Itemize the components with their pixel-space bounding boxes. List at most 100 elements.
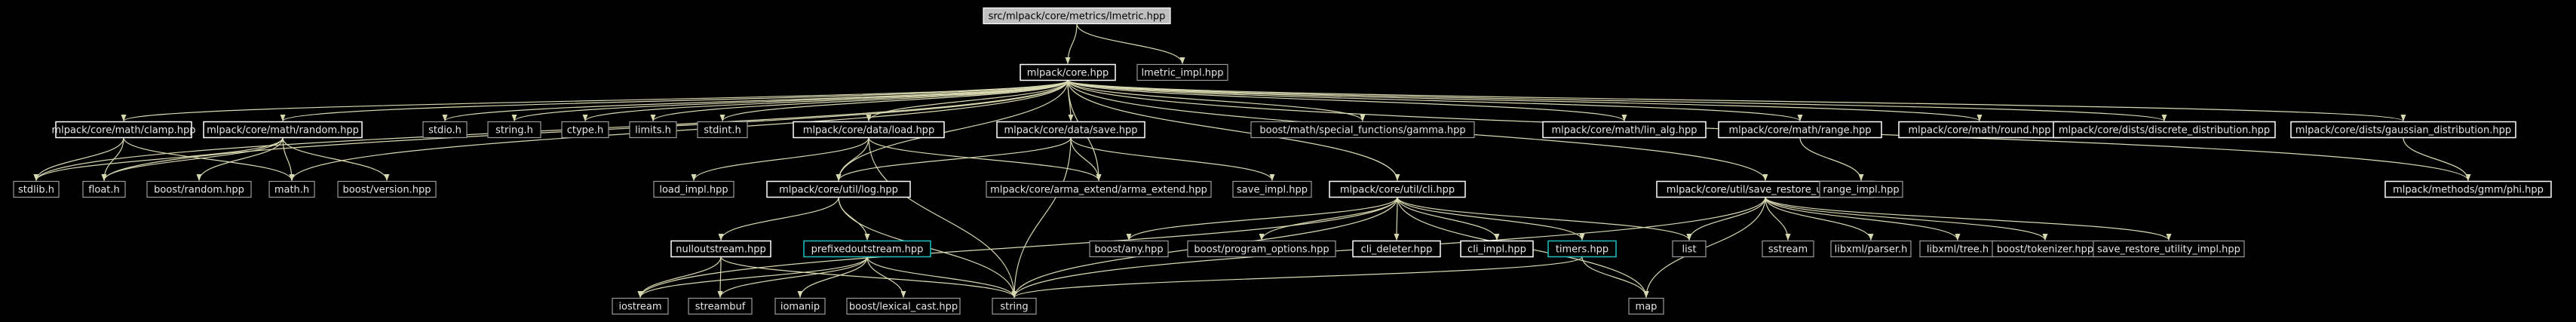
node-label-cli_deleter: cli_deleter.hpp [1361,244,1433,256]
edge-cli-to-cli_impl [1397,197,1500,241]
node-range_impl[interactable]: range_impl.hpp [1819,180,1903,198]
node-lexical_cast[interactable]: boost/lexical_cast.hpp [846,297,961,315]
edge-core-to-random [280,79,1069,122]
node-log[interactable]: mlpack/core/util/log.hpp [766,180,911,198]
node-map[interactable]: map [1628,297,1664,315]
edge-save_restore-to-sr_impl [1765,196,2172,241]
node-clamp[interactable]: mlpack/core/math/clamp.hpp [52,121,196,139]
node-box-range_impl [1819,180,1903,198]
node-tokenizer[interactable]: boost/tokenizer.hpp [1992,240,2099,258]
node-save_impl[interactable]: save_impl.hpp [1232,180,1312,198]
node-box-stdlib [13,180,60,198]
node-sr_impl[interactable]: save_restore_utility_impl.hpp [2093,240,2245,258]
node-label-libxml_parser: libxml/parser.h [1835,244,1908,256]
node-box-list [1672,240,1707,258]
node-gaussian[interactable]: mlpack/core/dists/gaussian_distribution.… [2290,121,2516,139]
edge-prefixed-to-lexical_cast [866,256,906,298]
edge-core-to-discrete [1067,79,2167,122]
node-load[interactable]: mlpack/core/data/load.hpp [793,121,945,139]
edge-prefixed-to-iomanip [797,256,868,298]
node-ctype[interactable]: ctype.h [561,121,609,139]
node-label-limits: limits.h [635,125,671,136]
node-label-lin_alg: mlpack/core/math/lin_alg.hpp [1551,125,1697,136]
edge-cli-to-timers [1397,197,1585,241]
edge-load-to-log [836,137,869,181]
edge-save_restore-to-libxml_tree [1765,197,1961,241]
node-lin_alg[interactable]: mlpack/core/math/lin_alg.hpp [1542,121,1707,139]
node-label-range: mlpack/core/math/range.hpp [1728,125,1871,136]
node-boost_any[interactable]: boost/any.hpp [1089,240,1169,258]
edge-nullout-to-string [720,256,1017,298]
node-box-random [203,121,363,139]
edge-prefixed-to-iostream [637,256,868,298]
node-box-ctype [561,121,609,139]
edge-cli-to-boost_any [1126,197,1398,241]
node-box-gamma [1250,121,1475,139]
node-cli[interactable]: mlpack/core/util/cli.hpp [1329,180,1466,198]
node-label-program_options: boost/program_options.hpp [1194,244,1329,256]
edge-save-to-log [836,137,1072,181]
node-string[interactable]: string [992,297,1037,315]
edge-cli-to-program_options [1259,197,1398,241]
node-lmetric_impl[interactable]: lmetric_impl.hpp [1136,63,1228,81]
node-iomanip[interactable]: iomanip [774,297,826,315]
node-sstream[interactable]: sstream [1762,240,1814,258]
node-box-math [268,180,315,198]
node-math[interactable]: math.h [268,180,315,198]
node-box-timers [1547,240,1617,258]
node-list[interactable]: list [1672,240,1707,258]
node-stdio[interactable]: stdio.h [422,121,468,139]
edge-log-to-prefixed [838,197,870,241]
edge-load-to-arma_extend [868,137,1102,181]
edge-core-to-clamp [121,79,1069,122]
node-float[interactable]: float.h [82,180,126,198]
node-box-phi [2384,180,2552,198]
edge-core-to-lin_alg [1067,79,1627,122]
node-label-boost_any: boost/any.hpp [1094,244,1163,256]
node-save[interactable]: mlpack/core/data/save.hpp [996,121,1145,139]
node-box-save_impl [1232,180,1312,198]
node-boost_random[interactable]: boost/random.hpp [146,180,252,198]
node-stdint[interactable]: stdint.h [697,121,748,139]
node-label-iostream: iostream [618,302,661,313]
node-discrete[interactable]: mlpack/core/dists/discrete_distribution.… [2053,121,2276,139]
edge-save_restore-to-list [1686,197,1766,241]
node-load_impl[interactable]: load_impl.hpp [653,180,734,198]
node-root[interactable]: src/mlpack/core/metrics/lmetric.hpp [983,7,1171,25]
node-box-arma_extend [986,180,1212,198]
node-program_options[interactable]: boost/program_options.hpp [1187,240,1336,258]
node-label-lexical_cast: boost/lexical_cast.hpp [849,302,958,313]
node-prefixed[interactable]: prefixedoutstream.hpp [803,240,931,258]
node-round[interactable]: mlpack/core/math/round.hpp [1898,121,2061,139]
node-arma_extend[interactable]: mlpack/core/arma_extend/arma_extend.hpp [986,180,1212,198]
node-stdlib[interactable]: stdlib.h [13,180,60,198]
node-iostream[interactable]: iostream [612,297,669,315]
node-label-lmetric_impl: lmetric_impl.hpp [1142,68,1224,79]
node-cli_impl[interactable]: cli_impl.hpp [1460,240,1534,258]
node-boost_version[interactable]: boost/version.hpp [337,180,437,198]
node-limits[interactable]: limits.h [629,121,677,139]
node-random[interactable]: mlpack/core/math/random.hpp [203,121,363,139]
node-label-boost_random: boost/random.hpp [154,185,244,196]
node-nullout[interactable]: nulloutstream.hpp [670,240,771,258]
node-core[interactable]: mlpack/core.hpp [1020,63,1116,81]
node-libxml_parser[interactable]: libxml/parser.h [1830,240,1912,258]
edge-random-to-boost_version [282,137,390,181]
node-gamma[interactable]: boost/math/special_functions/gamma.hpp [1250,121,1475,139]
node-string_h[interactable]: string.h [487,121,541,139]
edge-save_restore-to-sstream [1765,197,1791,241]
node-phi[interactable]: mlpack/methods/gmm/phi.hpp [2384,180,2552,198]
edge-core-to-gaussian [1067,79,2406,122]
node-cli_deleter[interactable]: cli_deleter.hpp [1352,240,1441,258]
node-timers[interactable]: timers.hpp [1547,240,1617,258]
node-box-save [996,121,1145,139]
edge-core-to-math [289,80,1069,181]
node-box-sr_impl [2093,240,2245,258]
node-box-limits [629,121,677,139]
node-box-lexical_cast [846,297,961,315]
node-libxml_tree[interactable]: libxml/tree.h [1919,240,1996,258]
node-label-root: src/mlpack/core/metrics/lmetric.hpp [989,11,1166,23]
node-streambuf[interactable]: streambuf [688,297,753,315]
edge-save-to-save_impl [1070,137,1275,181]
node-range[interactable]: mlpack/core/math/range.hpp [1718,121,1882,139]
